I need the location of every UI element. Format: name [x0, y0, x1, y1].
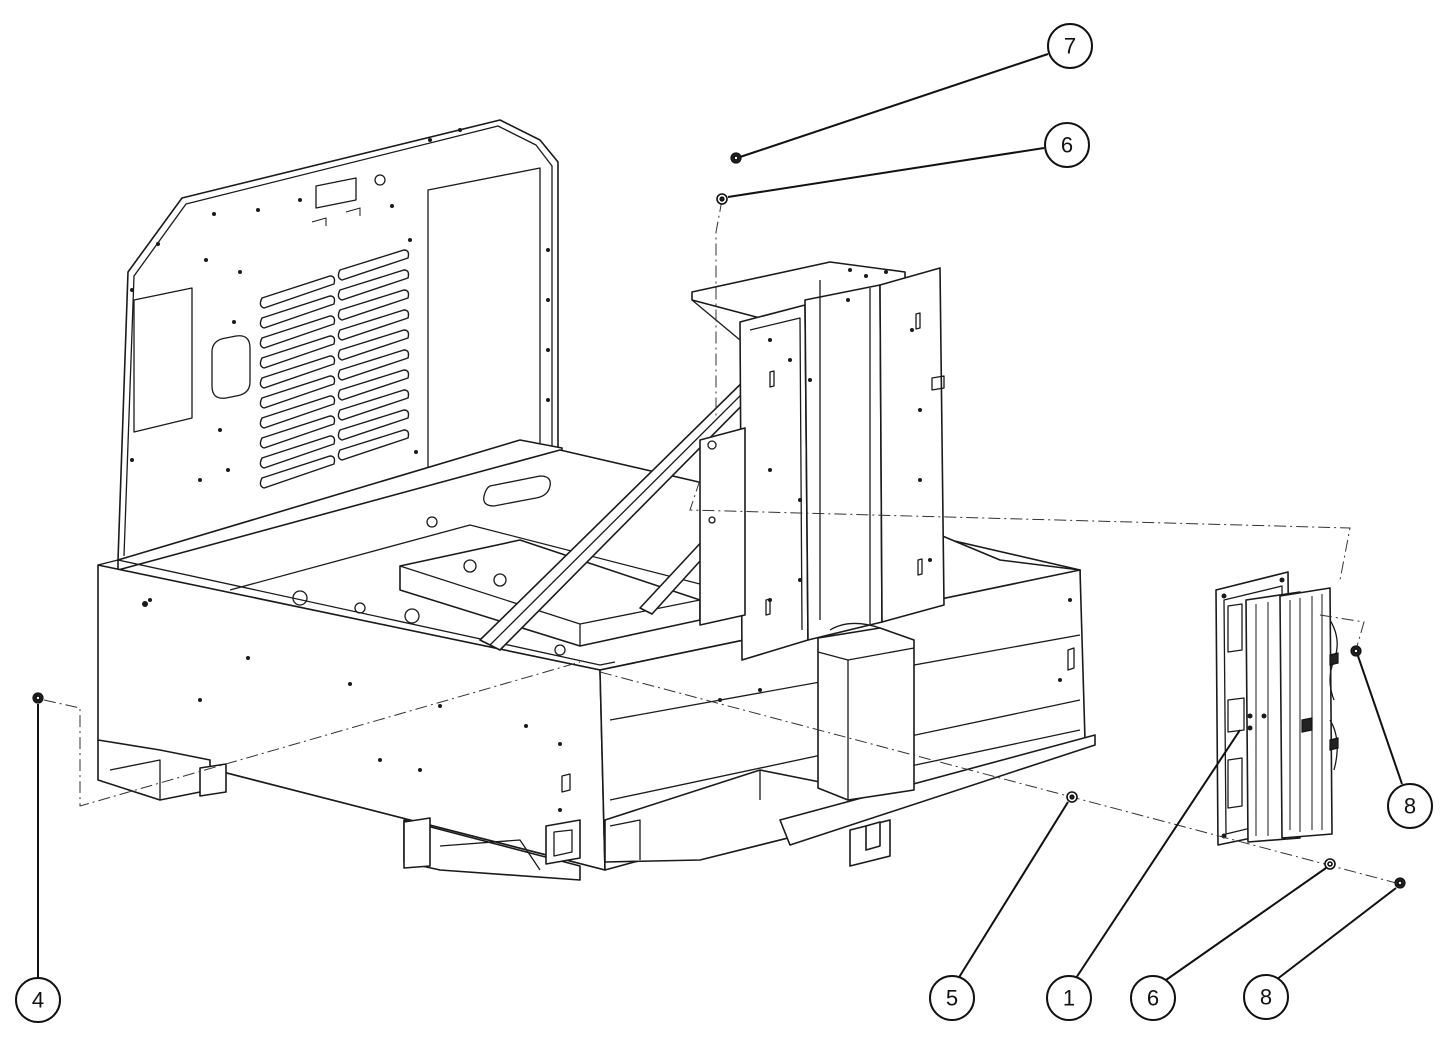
back-panel	[117, 119, 559, 561]
callout-1: 1	[1046, 975, 1092, 1021]
callout-8-bottom: 8	[1243, 974, 1289, 1020]
callout-label: 5	[946, 986, 958, 1011]
nut-item-8-bottom	[1394, 877, 1406, 889]
fasteners	[32, 152, 1406, 889]
vertical-column	[691, 261, 945, 801]
washer-item-6-bottom	[1324, 858, 1336, 870]
callout-7-top: 7	[1047, 23, 1093, 69]
callout-label: 6	[1061, 133, 1073, 158]
callout-6-top: 6	[1044, 122, 1090, 168]
callout-label: 1	[1063, 986, 1075, 1011]
callout-label: 8	[1404, 794, 1416, 819]
nut-item-7	[730, 152, 742, 164]
callout-label: 4	[32, 988, 44, 1013]
callout-6-bottom: 6	[1130, 975, 1176, 1021]
screw-item-4	[32, 692, 44, 704]
washer-item-5	[1066, 791, 1078, 803]
callout-4: 4	[15, 977, 61, 1023]
component-module	[1215, 571, 1339, 846]
callout-label: 6	[1147, 986, 1159, 1011]
callout-8-right: 8	[1387, 783, 1433, 829]
callout-label: 8	[1260, 985, 1272, 1010]
nut-item-8-right	[1350, 645, 1362, 657]
callout-5: 5	[929, 975, 975, 1021]
washer-item-6-top	[716, 193, 728, 205]
leader-lines	[37, 53, 1403, 981]
callout-label: 7	[1064, 34, 1076, 59]
assembly-lines	[43, 199, 1401, 885]
